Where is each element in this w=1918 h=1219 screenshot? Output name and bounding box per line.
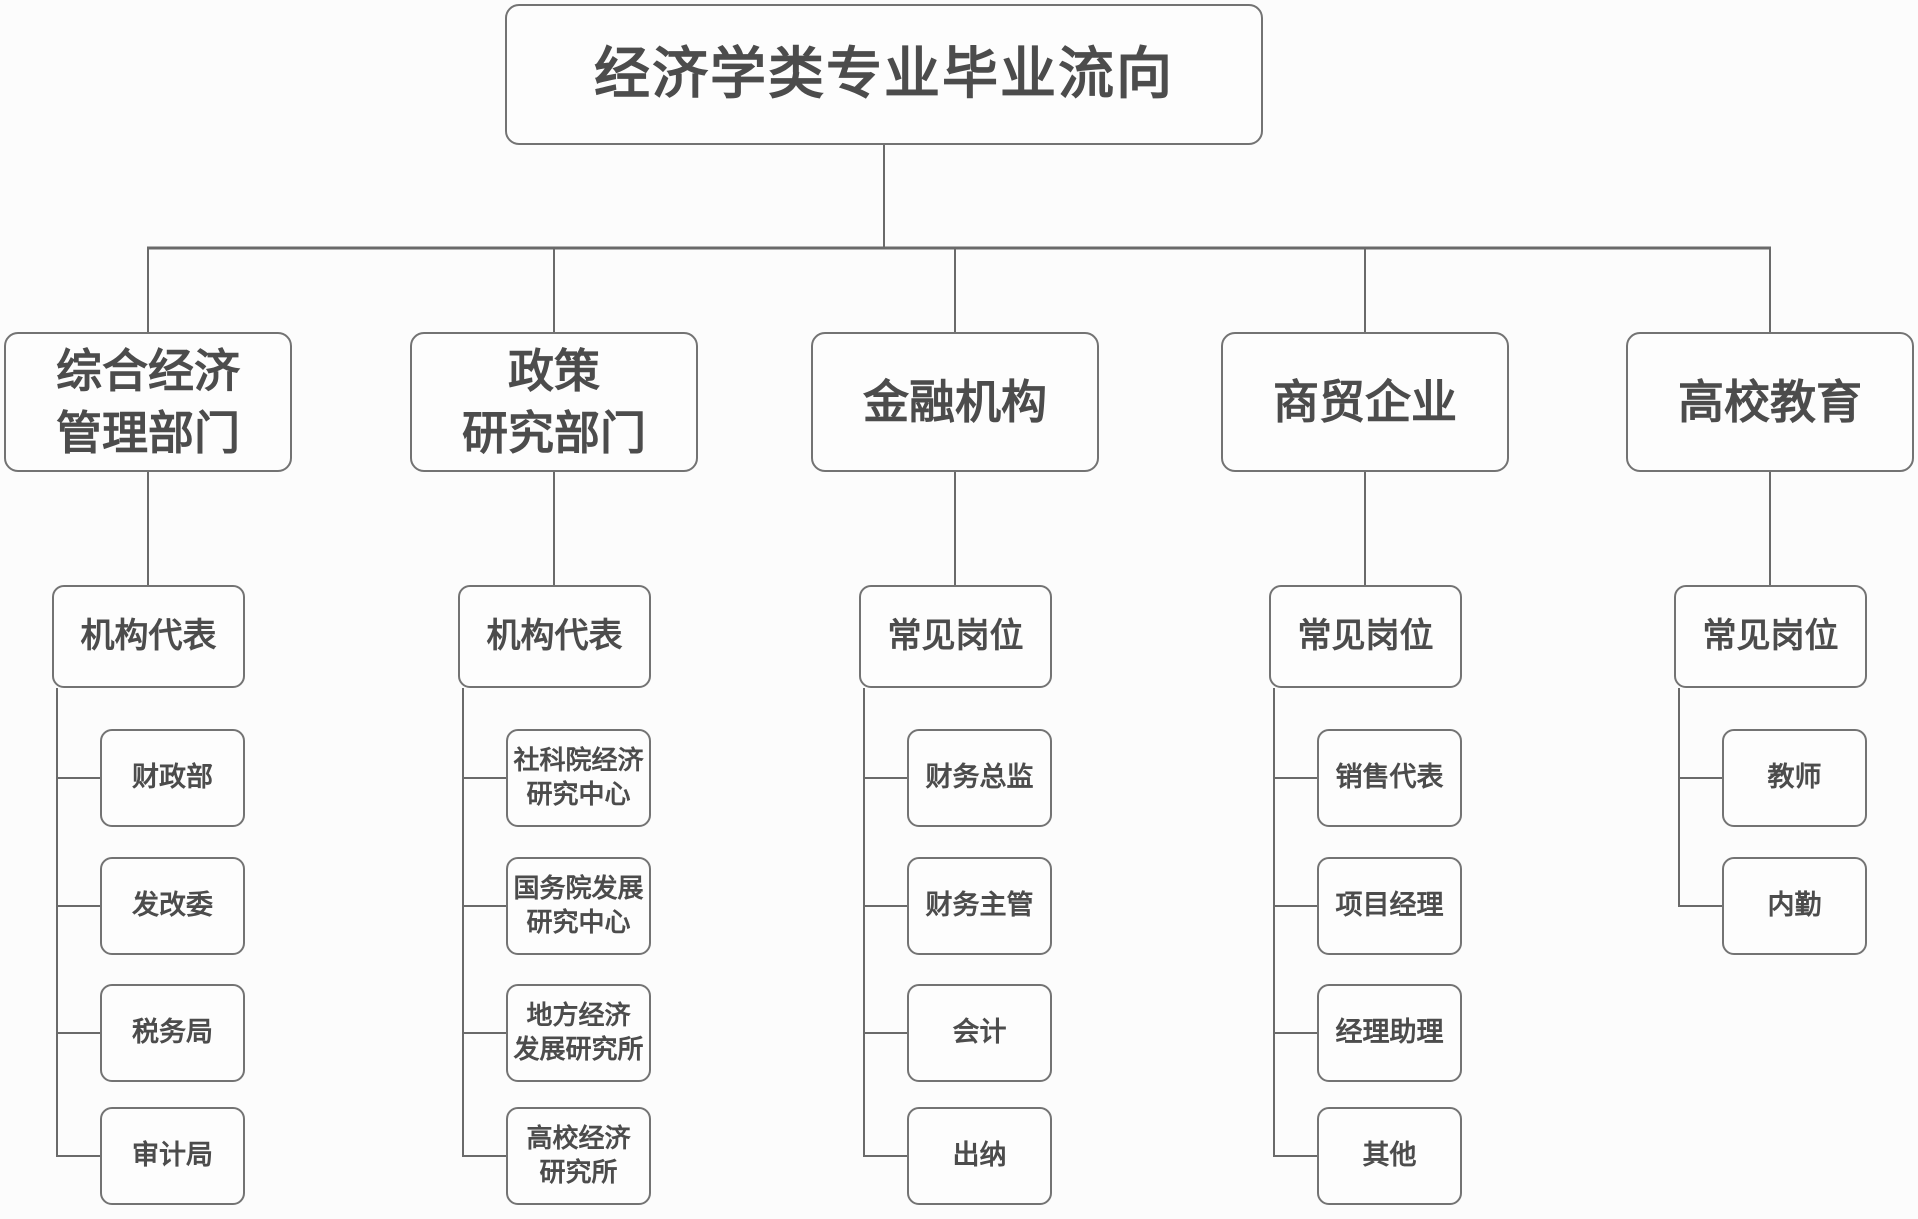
- group-node-trade-enterprises: 常见岗位: [1269, 585, 1462, 688]
- root-node: 经济学类专业毕业流向: [505, 4, 1263, 145]
- branch-node-economic-management: 综合经济 管理部门: [4, 332, 292, 472]
- leaf-node: 经理助理: [1317, 984, 1462, 1082]
- leaf-node: 高校经济 研究所: [506, 1107, 651, 1205]
- branch-node-higher-education: 高校教育: [1626, 332, 1914, 472]
- leaf-node: 教师: [1722, 729, 1867, 827]
- leaf-node: 财务总监: [907, 729, 1052, 827]
- group-node-economic-management: 机构代表: [52, 585, 245, 688]
- leaf-node: 会计: [907, 984, 1052, 1082]
- leaf-node: 财务主管: [907, 857, 1052, 955]
- leaf-node: 财政部: [100, 729, 245, 827]
- group-node-higher-education: 常见岗位: [1674, 585, 1867, 688]
- group-node-financial-institutions: 常见岗位: [859, 585, 1052, 688]
- leaf-node: 国务院发展 研究中心: [506, 857, 651, 955]
- leaf-node: 审计局: [100, 1107, 245, 1205]
- leaf-node: 社科院经济 研究中心: [506, 729, 651, 827]
- group-node-policy-research: 机构代表: [458, 585, 651, 688]
- branch-node-trade-enterprises: 商贸企业: [1221, 332, 1509, 472]
- branch-node-policy-research: 政策 研究部门: [410, 332, 698, 472]
- leaf-node: 项目经理: [1317, 857, 1462, 955]
- leaf-node: 内勤: [1722, 857, 1867, 955]
- leaf-node: 税务局: [100, 984, 245, 1082]
- leaf-node: 出纳: [907, 1107, 1052, 1205]
- leaf-node: 地方经济 发展研究所: [506, 984, 651, 1082]
- leaf-node: 其他: [1317, 1107, 1462, 1205]
- leaf-node: 发改委: [100, 857, 245, 955]
- branch-node-financial-institutions: 金融机构: [811, 332, 1099, 472]
- leaf-node: 销售代表: [1317, 729, 1462, 827]
